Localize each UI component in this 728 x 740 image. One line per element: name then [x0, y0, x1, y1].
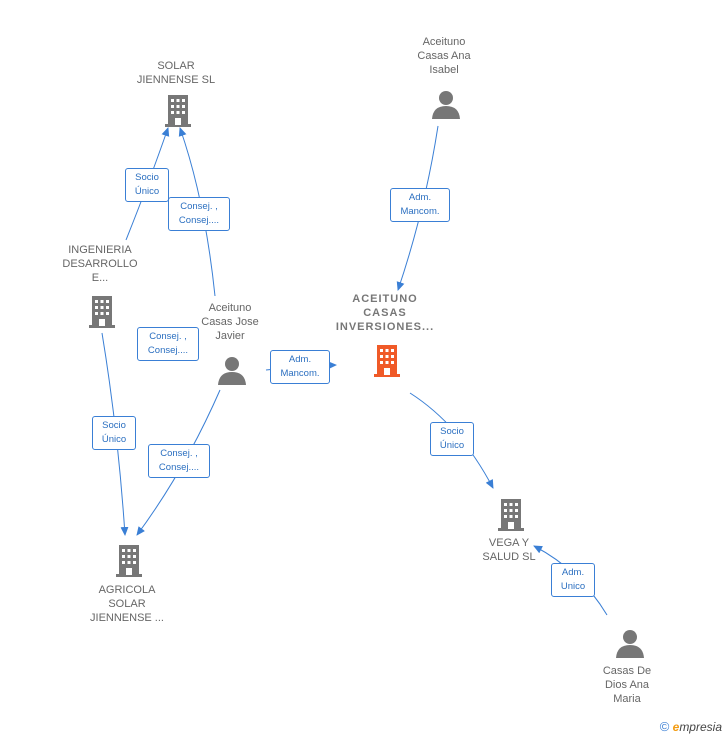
- brand-footer: © empresia: [660, 719, 722, 734]
- building-icon[interactable]: [162, 93, 194, 127]
- edge-label-adm-mancom[interactable]: Adm. Mancom.: [390, 188, 450, 222]
- person-icon[interactable]: [431, 89, 461, 119]
- node-label-aceituno-ana: Aceituno Casas Ana Isabel: [417, 36, 471, 76]
- building-icon[interactable]: [113, 543, 145, 577]
- person-icon[interactable]: [217, 355, 247, 385]
- node-label-vega-salud: VEGA Y SALUD SL: [482, 537, 536, 563]
- brand-logo: empresia: [672, 720, 722, 734]
- person-icon[interactable]: [615, 628, 645, 658]
- building-icon-main[interactable]: [371, 343, 403, 377]
- edge-label-socio-unico[interactable]: Socio Único: [92, 416, 136, 450]
- node-label-aceituno-inversiones: ACEITUNO CASAS INVERSIONES...: [335, 293, 435, 333]
- node-label-solar-jiennense: SOLAR JIENNENSE SL: [136, 60, 216, 86]
- edge-label-adm-unico[interactable]: Adm. Unico: [551, 563, 595, 597]
- node-label-agricola: AGRICOLA SOLAR JIENNENSE ...: [90, 584, 164, 624]
- node-label-ingenieria: INGENIERIA DESARROLLO E...: [62, 244, 138, 284]
- node-label-casas-dios: Casas De Dios Ana Maria: [602, 665, 652, 705]
- building-icon[interactable]: [86, 294, 118, 328]
- edge-label-consej[interactable]: Consej. , Consej....: [148, 444, 210, 478]
- edge-label-adm-mancom[interactable]: Adm. Mancom.: [270, 350, 330, 384]
- building-icon[interactable]: [495, 497, 527, 531]
- edge-label-socio-unico[interactable]: Socio Único: [125, 168, 169, 202]
- copyright-icon: ©: [659, 719, 670, 734]
- edge-label-socio-unico[interactable]: Socio Único: [430, 422, 474, 456]
- edge-label-consej[interactable]: Consej. , Consej....: [137, 327, 199, 361]
- edge-label-consej[interactable]: Consej. , Consej....: [168, 197, 230, 231]
- node-label-aceituno-jose: Aceituno Casas Jose Javier: [201, 302, 259, 342]
